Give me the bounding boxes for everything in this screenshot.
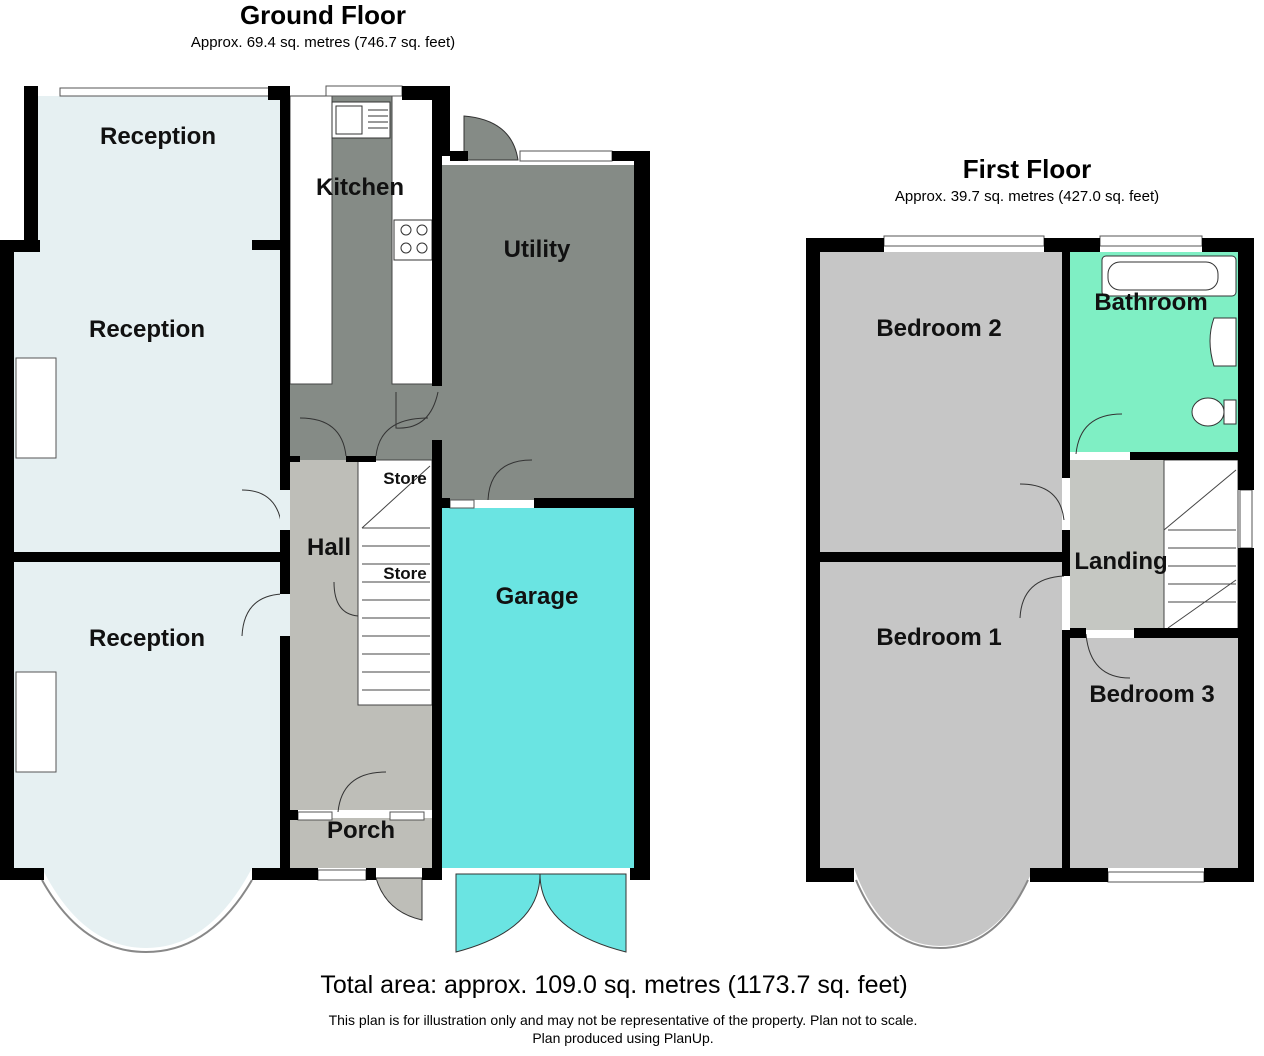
bedroom-2-fill	[820, 252, 1062, 554]
store-upper-label: Store	[383, 469, 426, 488]
reception-middle-label: Reception	[89, 316, 205, 343]
ground-windows	[15, 85, 613, 881]
ground-walls	[0, 86, 650, 880]
porch-door-swing	[375, 877, 423, 921]
ground-bay-window	[41, 879, 253, 954]
store-lower-label: Store	[383, 564, 426, 583]
kitchen-worktop-left	[289, 95, 333, 385]
reception-rear-label: Reception	[100, 123, 216, 150]
kitchen-hob	[393, 219, 433, 261]
first-bay-window	[855, 879, 1029, 950]
first-stair-treads	[1163, 469, 1237, 629]
reception-middle-fill	[14, 244, 280, 554]
utility-fill	[442, 165, 634, 500]
disclaimer-text: This plan is for illustration only and m…	[328, 1012, 918, 1028]
kitchen-label: Kitchen	[316, 174, 404, 201]
first-floor-area: Approx. 39.7 sq. metres (427.0 sq. feet)	[894, 188, 1160, 205]
ground-floor-area: Approx. 69.4 sq. metres (746.7 sq. feet)	[190, 34, 456, 51]
reception-front-fill	[14, 562, 280, 948]
porch-fill	[290, 818, 432, 868]
first-floor-plan: Bedroom 2 Bathroom Landing Bedroom 1 Bed…	[806, 235, 1254, 950]
utility-corridor-fill	[290, 385, 442, 460]
utility-label: Utility	[504, 236, 571, 263]
bedroom-3-fill	[1070, 638, 1238, 868]
bathroom-label: Bathroom	[1094, 289, 1207, 316]
landing-fill	[1070, 460, 1164, 630]
garage-label: Garage	[496, 583, 579, 610]
landing-label: Landing	[1074, 548, 1167, 575]
garage-door-left	[455, 873, 541, 953]
bedroom-1-fill	[820, 562, 1062, 946]
garage-fill	[442, 508, 634, 868]
stair-treads	[361, 465, 431, 691]
total-area: Total area: approx. 109.0 sq. metres (11…	[320, 971, 908, 999]
kitchen-sink	[331, 101, 391, 139]
produced-by-text: Plan produced using PlanUp.	[532, 1030, 714, 1046]
ground-floor-title: Ground Floor	[239, 0, 407, 30]
hall-label: Hall	[307, 534, 351, 561]
bathroom-fittings	[1101, 255, 1237, 427]
reception-front-label: Reception	[89, 625, 205, 652]
first-floor-doors	[1019, 413, 1131, 679]
bedroom-2-label: Bedroom 2	[876, 315, 1001, 342]
bedroom-3-label: Bedroom 3	[1089, 681, 1214, 708]
first-walls	[806, 238, 1254, 882]
reception-rear-fill	[38, 96, 280, 244]
garage-door-right	[539, 873, 627, 953]
utility-door-swing	[463, 115, 519, 161]
porch-label: Porch	[327, 817, 395, 844]
ground-floor-plan: Reception Reception Reception Kitchen Ut…	[0, 85, 650, 954]
bedroom-1-label: Bedroom 1	[876, 624, 1001, 651]
first-floor-title: First Floor	[962, 154, 1092, 184]
